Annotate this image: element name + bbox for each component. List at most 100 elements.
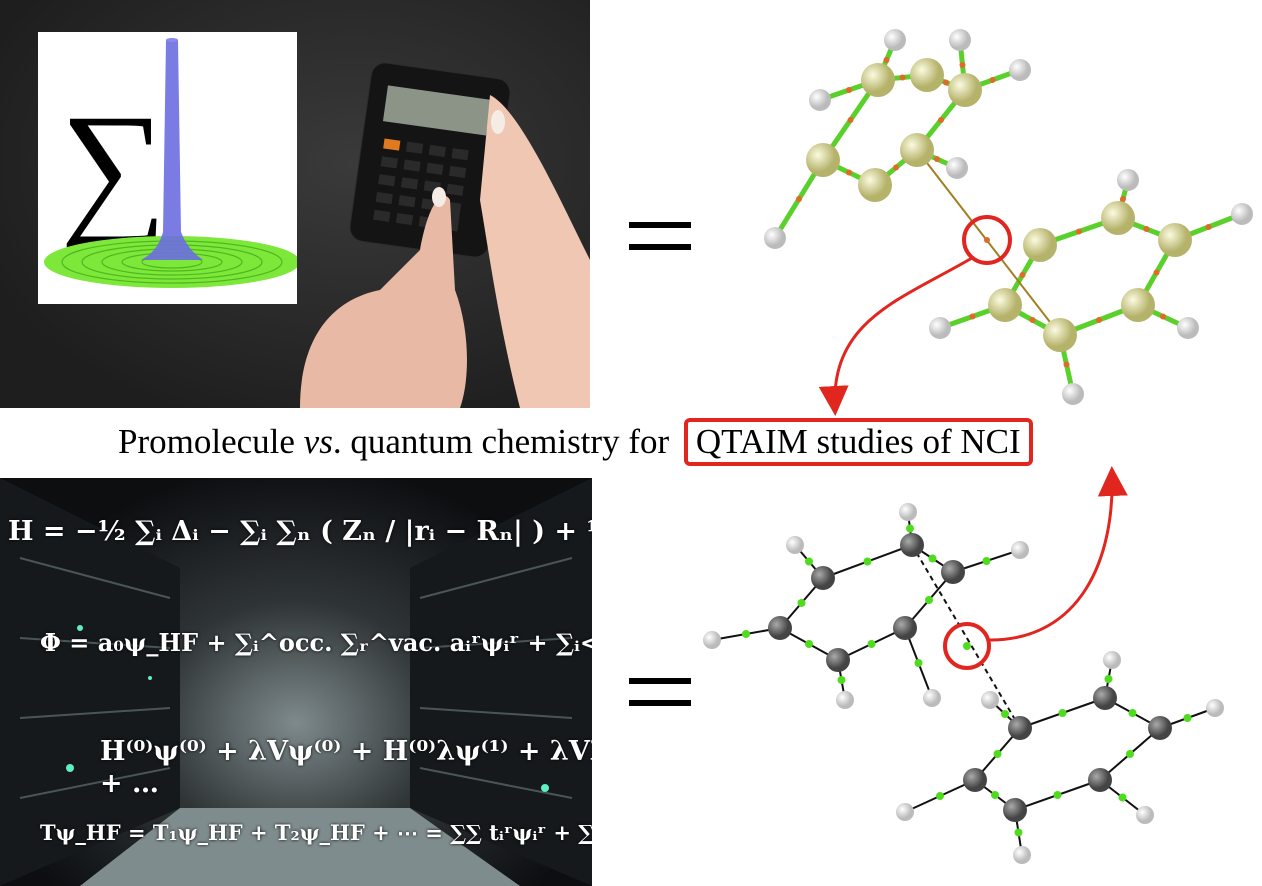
coupled-cluster-equation: Tψ_HF = T₁ψ_HF + T₂ψ_HF + ⋯ = ∑∑ tᵢʳψᵢʳ … — [40, 820, 592, 845]
bond-critical-point — [846, 169, 852, 176]
hydrogen-atom — [1206, 699, 1224, 717]
hydrogen-atom — [896, 803, 914, 821]
bond-critical-point — [943, 79, 949, 86]
qtaim-nci-highlight-box: QTAIM studies of NCI — [683, 418, 1033, 466]
configuration-interaction-equation: Φ = a₀ψ_HF + ∑ᵢ^occ. ∑ᵣ^vac. aᵢʳψᵢʳ + ∑ᵢ… — [40, 628, 592, 657]
bond-critical-point — [934, 156, 940, 162]
hydrogen-atom — [786, 536, 804, 554]
hydrogen-atom — [981, 691, 999, 709]
promolecule-molecular-graph — [703, 503, 1224, 864]
bond-critical-point — [1153, 269, 1160, 276]
carbon-atom — [1088, 768, 1112, 792]
bond-critical-point — [863, 557, 872, 566]
hydrogen-atom — [836, 691, 854, 709]
carbon-atom — [948, 73, 982, 107]
hydrogen-atom — [1009, 59, 1031, 81]
carbon-atom — [806, 143, 840, 177]
carbon-atom — [1101, 201, 1135, 235]
bond-critical-point — [928, 554, 937, 563]
perturbation-continuation: + … — [100, 768, 160, 799]
bond-critical-point — [1120, 196, 1126, 202]
carbon-atom — [1043, 318, 1077, 352]
bond-critical-point — [805, 640, 813, 648]
bond-critical-point — [867, 640, 876, 648]
carbon-atom — [1023, 228, 1057, 262]
hydrogen-atom — [1103, 651, 1121, 669]
hydrogen-atom — [884, 29, 906, 51]
perturbation-equation: H⁽⁰⁾ψ⁽⁰⁾ + λVψ⁽⁰⁾ + H⁽⁰⁾λψ⁽¹⁾ + λVλψ⁽¹⁾ — [100, 736, 592, 767]
bond-critical-point — [936, 792, 944, 800]
arrow-bottom-to-caption — [989, 466, 1128, 642]
carbon-atom — [1008, 716, 1032, 740]
server-corridor-illustration — [0, 478, 592, 886]
hydrogen-atom — [899, 503, 917, 521]
bond-critical-point — [883, 57, 890, 63]
electron-density-peak-plot — [44, 38, 297, 288]
quantum-chemistry-server-photo: H = −½ ∑ᵢ Δᵢ − ∑ᵢ ∑ₙ ( Zₙ / |rᵢ − Rₙ| ) … — [0, 478, 592, 886]
bond-critical-point — [1143, 226, 1150, 232]
carbon-atom — [988, 288, 1022, 322]
hydrogen-atom — [946, 157, 968, 179]
bond-critical-point — [805, 557, 813, 566]
hydrogen-atom — [1136, 806, 1154, 824]
bond-critical-point — [1076, 228, 1082, 235]
carbon-atom — [768, 616, 792, 640]
carbon-atom — [1121, 288, 1155, 322]
bcp-highlight-circle-bottom — [943, 622, 991, 670]
promolecule-calculator-photo: ∑ — [0, 0, 590, 408]
bond-critical-point — [1128, 709, 1137, 717]
bond-critical-point — [1126, 750, 1134, 758]
bond-critical-point — [796, 196, 802, 202]
intermolecular-bond-critical-point — [963, 642, 971, 650]
bond-critical-point — [993, 750, 1002, 758]
quantum-chemistry-molecular-graph — [764, 29, 1253, 405]
hydrogen-atom — [1117, 169, 1139, 191]
bond-critical-point — [1160, 313, 1166, 320]
bond-critical-point — [1104, 675, 1113, 683]
hydrogen-atom — [1177, 317, 1199, 339]
bond-critical-point — [797, 599, 806, 607]
bond-critical-point — [893, 164, 899, 171]
equals-sign-bottom — [629, 678, 691, 706]
bond-critical-point — [1205, 224, 1212, 230]
bcp-highlight-circle-top — [962, 215, 1012, 265]
title-caption: Promolecule vs. quantum chemistry for QT… — [118, 418, 1033, 466]
carbon-atom — [1148, 716, 1172, 740]
intermolecular-bond-critical-point — [984, 237, 990, 243]
bond-critical-point — [1183, 714, 1192, 722]
hydrogen-atom — [1013, 846, 1031, 864]
carbon-atom — [900, 133, 934, 167]
hydrogen-atom — [703, 631, 721, 649]
bond-critical-point — [925, 596, 933, 604]
carbon-atom — [963, 768, 987, 792]
equals-sign-top — [629, 222, 691, 250]
caption-vs: vs — [303, 422, 333, 461]
hamiltonian-equation: H = −½ ∑ᵢ Δᵢ − ∑ᵢ ∑ₙ ( Zₙ / |rᵢ − Rₙ| ) … — [8, 516, 592, 547]
bond-critical-point — [1058, 709, 1067, 717]
hydrogen-atom — [764, 227, 786, 249]
rho-surface-plot-inset: ∑ — [38, 32, 297, 304]
bond-critical-point — [1014, 828, 1023, 837]
bond-critical-point — [899, 74, 906, 81]
bond-critical-point — [938, 117, 944, 123]
bond-critical-point — [959, 62, 966, 68]
calculator-illustration — [300, 62, 590, 408]
hydrogen-atom — [809, 89, 831, 111]
bond-critical-point — [1019, 272, 1026, 278]
carbon-atom — [1093, 686, 1117, 710]
carbon-atom — [861, 63, 895, 97]
hydrogen-atom — [1011, 541, 1029, 559]
bond-critical-point — [837, 676, 846, 684]
hydrogen-atom — [1062, 383, 1084, 405]
bond-critical-point — [991, 791, 999, 799]
bond-critical-point — [1063, 361, 1070, 368]
hydrogen-atom — [1231, 203, 1253, 225]
bond-critical-point — [914, 659, 923, 667]
bond-critical-point — [1001, 710, 1009, 718]
bond-critical-point — [1053, 791, 1062, 799]
bond-critical-point — [906, 524, 914, 533]
arrow-top-to-caption — [818, 256, 973, 416]
carbon-atom — [811, 566, 835, 590]
hydrogen-atom — [923, 689, 941, 707]
